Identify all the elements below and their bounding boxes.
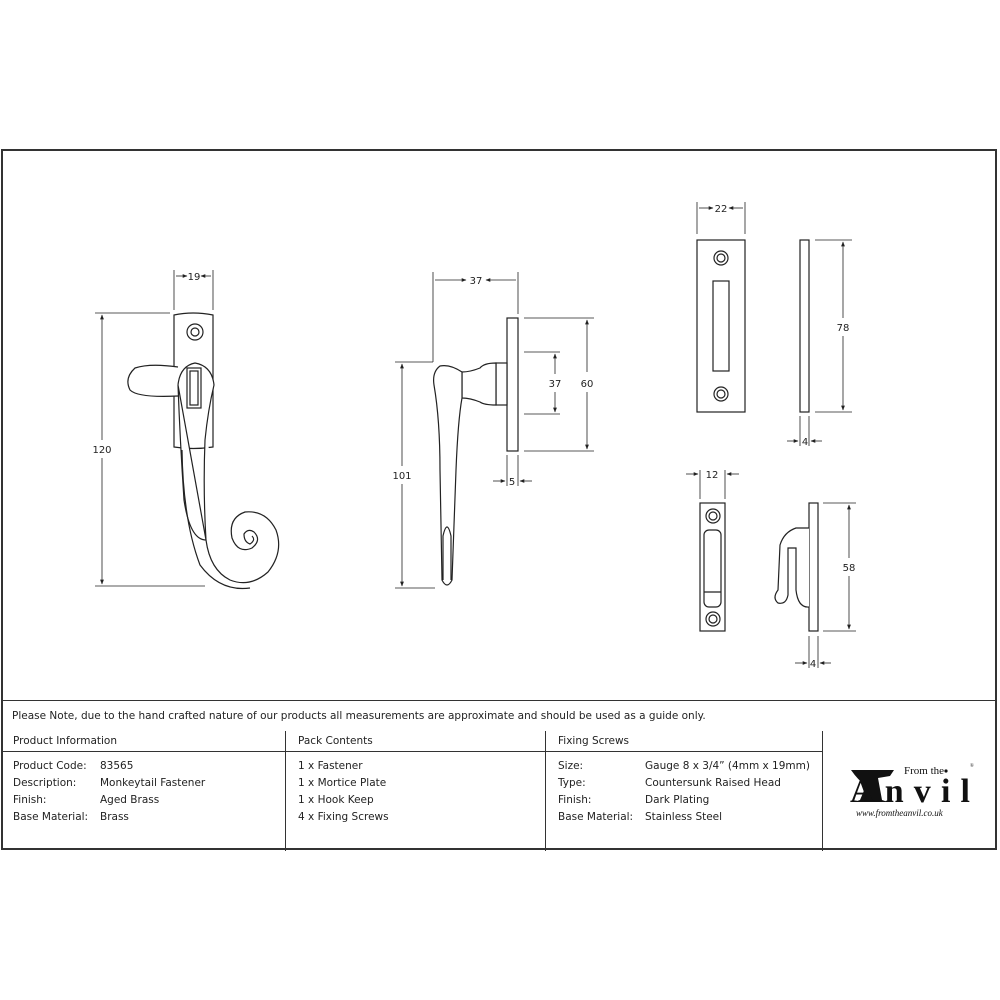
pack-item: 4 x Fixing Screws xyxy=(298,811,389,823)
anvil-icon xyxy=(851,770,894,802)
logo-registered: ® xyxy=(970,763,974,769)
dim-mortice-plate-width: 22 xyxy=(715,204,728,215)
fastener-side-view xyxy=(433,317,519,586)
dim-fastener-front-height: 120 xyxy=(92,445,111,456)
dim-hook-keep-width: 12 xyxy=(706,470,719,481)
column-divider xyxy=(545,731,546,851)
screw-type-label: Type: xyxy=(558,777,586,789)
screw-size-value: Gauge 8 x 3/4” (4mm x 19mm) xyxy=(645,760,810,772)
product-code-value: 83565 xyxy=(100,760,134,772)
dim-fastener-plate-height: 60 xyxy=(581,379,594,390)
dim-fastener-plate-thickness: 5 xyxy=(509,477,515,488)
pack-item: 1 x Fastener xyxy=(298,760,363,772)
screw-size-label: Size: xyxy=(558,760,584,772)
base-material-value: Brass xyxy=(100,811,129,823)
pack-item: 1 x Mortice Plate xyxy=(298,777,387,789)
fixing-screws-header: Fixing Screws xyxy=(558,735,630,747)
screw-finish-value: Dark Plating xyxy=(645,794,710,806)
table-header-divider xyxy=(1,751,823,752)
product-info-header: Product Information xyxy=(13,735,117,747)
description-value: Monkeytail Fastener xyxy=(100,777,206,789)
logo-brand: Anvil xyxy=(850,773,970,810)
screw-material-label: Base Material: xyxy=(558,811,634,823)
dim-mortice-plate-thickness: 4 xyxy=(802,437,808,448)
dim-mortice-plate-height: 78 xyxy=(837,323,850,334)
from-the-anvil-logo: From the ® Anvil www.fromtheanvil.co.uk xyxy=(850,763,974,818)
hook-keep-front-view xyxy=(699,502,726,632)
dim-hook-keep-thickness: 4 xyxy=(810,659,816,670)
mortice-plate-front-view xyxy=(696,239,746,413)
hook-keep-side-view xyxy=(774,502,819,632)
screw-material-value: Stainless Steel xyxy=(645,811,723,823)
pack-contents-header: Pack Contents xyxy=(298,735,373,747)
dim-fastener-side-height: 101 xyxy=(392,471,411,482)
column-divider xyxy=(822,731,823,851)
screw-finish-label: Finish: xyxy=(558,794,592,806)
screw-type-value: Countersunk Raised Head xyxy=(645,777,781,789)
logo-from-the: From the xyxy=(904,765,944,777)
column-divider xyxy=(285,731,286,851)
logo-url: www.fromtheanvil.co.uk xyxy=(856,808,944,818)
finish-label: Finish: xyxy=(13,794,47,806)
dim-hook-keep-height: 58 xyxy=(843,563,856,574)
dim-fastener-fixing-centres: 37 xyxy=(549,379,562,390)
finish-value: Aged Brass xyxy=(100,794,160,806)
mortice-plate-side-view xyxy=(799,239,810,413)
fastener-front-view xyxy=(127,312,280,590)
dim-fastener-front-width: 19 xyxy=(188,272,201,283)
description-label: Description: xyxy=(13,777,77,789)
disclaimer-note: Please Note, due to the hand crafted nat… xyxy=(1,700,997,731)
base-material-label: Base Material: xyxy=(13,811,89,823)
drawing-frame xyxy=(1,149,997,850)
product-code-label: Product Code: xyxy=(13,760,87,772)
pack-item: 1 x Hook Keep xyxy=(298,794,374,806)
dim-fastener-side-depth: 37 xyxy=(470,276,483,287)
